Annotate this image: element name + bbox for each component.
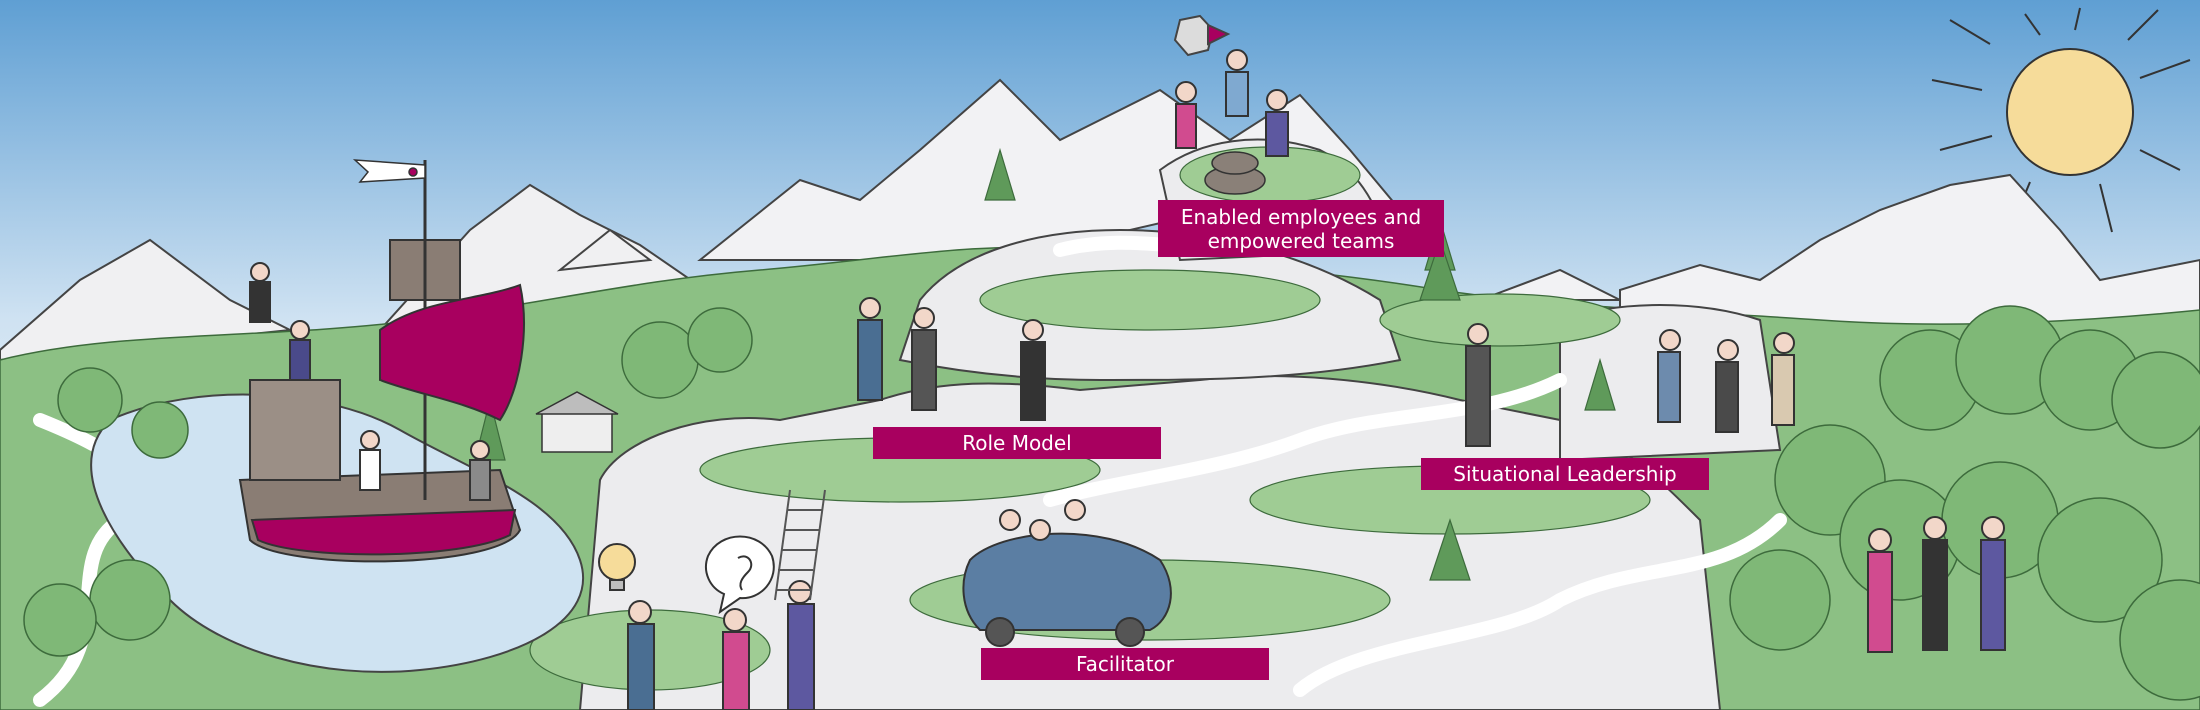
label-enabled-line1: Enabled employees and	[1180, 204, 1422, 229]
car	[962, 532, 1172, 647]
ship	[238, 160, 525, 563]
rock-pile	[1204, 151, 1266, 195]
label-facilitator: Facilitator	[981, 648, 1269, 680]
ladder	[774, 489, 826, 601]
house	[535, 391, 619, 453]
people	[249, 49, 2006, 710]
label-enabled-employees: Enabled employees and empowered teams	[1158, 200, 1444, 257]
lightbulb-icon	[598, 543, 636, 591]
label-situational-leadership: Situational Leadership	[1421, 458, 1709, 490]
label-enabled-line2: empowered teams	[1207, 228, 1395, 253]
ear-icon	[705, 535, 775, 615]
company-logo-icon	[1173, 14, 1231, 57]
trees-left	[23, 307, 753, 657]
flag-icon	[352, 159, 426, 183]
label-role-model: Role Model	[873, 427, 1161, 459]
